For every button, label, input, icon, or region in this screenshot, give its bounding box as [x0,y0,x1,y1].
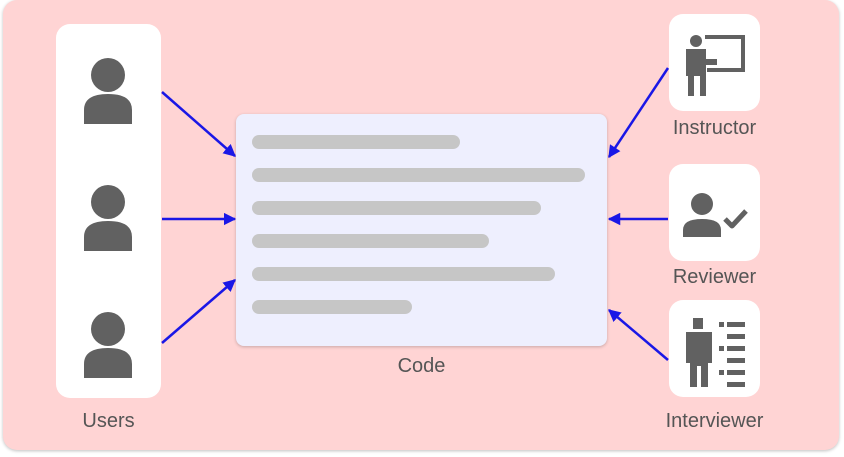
edge-interviewer-to-code [608,309,669,361]
person-list-icon [686,318,745,387]
code-line [252,267,555,281]
interviewer-label: Interviewer [665,410,764,432]
code-line [252,168,585,182]
user-avatar-1 [56,54,161,124]
code-line [252,300,412,314]
code-line [252,135,460,149]
edge-instructor-to-code [607,67,670,159]
person-icon [84,185,132,251]
person-check-icon [683,193,748,237]
users-label: Users [82,410,135,432]
presenter-icon [686,35,745,96]
person-icon [84,312,132,378]
users-card [56,24,161,398]
instructor-card [669,14,760,111]
code-line [252,201,541,215]
code-label: Code [397,355,446,377]
person-icon [84,58,132,124]
user-avatar-3 [56,308,161,378]
edge-user-3-to-code [161,279,236,344]
reviewer-label: Reviewer [672,266,757,288]
reviewer-card [669,164,760,261]
interviewer-card [669,300,760,397]
edge-user-1-to-code [161,91,236,157]
instructor-label: Instructor [672,117,757,139]
code-line [252,234,489,248]
user-avatar-2 [56,181,161,251]
code-block [236,114,607,346]
